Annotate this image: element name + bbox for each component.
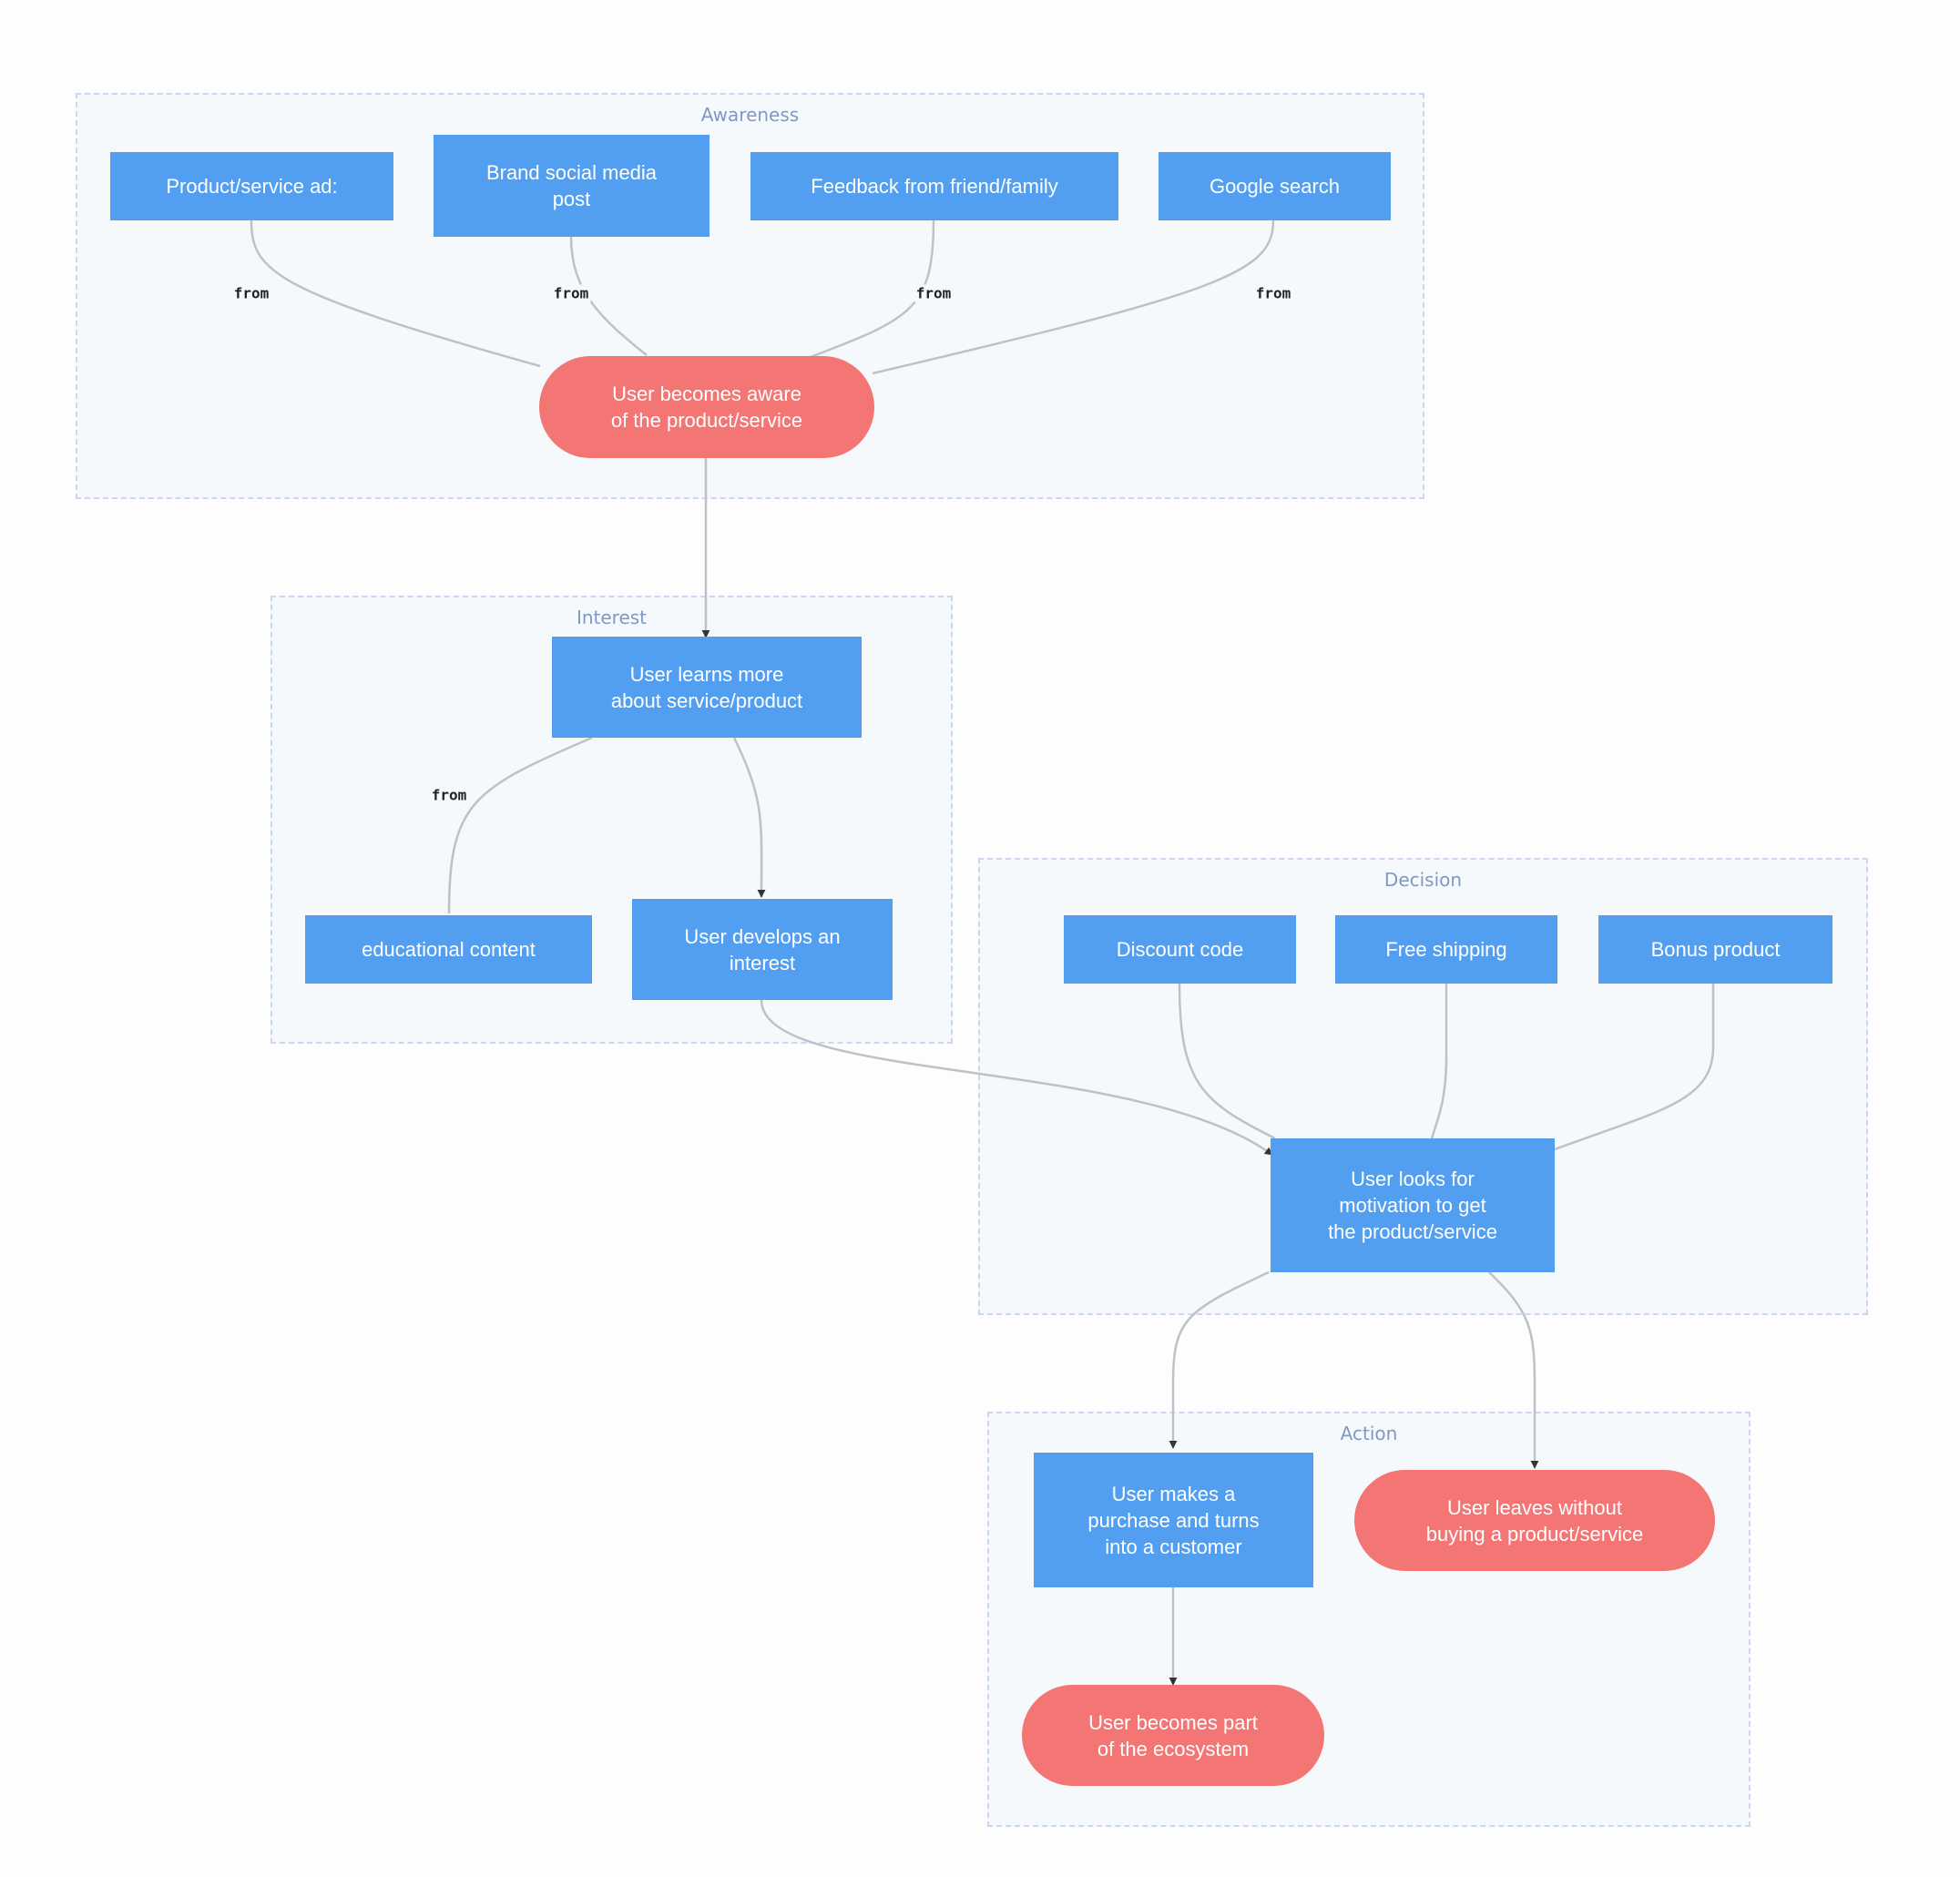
edge-shipping-to-motivation [1430, 984, 1448, 1139]
node-feedback-friend-family: Feedback from friend/family [750, 152, 1118, 220]
edge-label-feedback: from [914, 284, 954, 302]
node-free-shipping: Free shipping [1335, 915, 1557, 984]
edge-feedback-to-aware [810, 219, 935, 359]
cluster-title-action: Action [1340, 1423, 1398, 1444]
node-user-leaves-without-buying: User leaves without buying a product/ser… [1354, 1470, 1715, 1571]
edge-motivation-to-purchase [1169, 1270, 1270, 1449]
node-user-looks-for-motivation: User looks for motivation to get the pro… [1271, 1138, 1555, 1272]
cluster-title-interest: Interest [576, 607, 648, 628]
node-user-develops-interest: User develops an interest [632, 899, 893, 1000]
edge-label-educational: from [429, 786, 469, 804]
node-educational-content: educational content [305, 915, 592, 984]
cluster-title-decision: Decision [1383, 869, 1463, 891]
edge-label-ad: from [231, 284, 271, 302]
node-user-becomes-part-of-ecosystem: User becomes part of the ecosystem [1022, 1685, 1324, 1786]
edge-learn-to-edu [447, 736, 593, 914]
node-user-becomes-aware: User becomes aware of the product/servic… [539, 356, 874, 458]
edge-motivation-to-leave [1488, 1271, 1539, 1469]
cluster-title-awareness: Awareness [700, 104, 800, 126]
node-bonus-product: Bonus product [1598, 915, 1832, 984]
node-brand-social-media-post: Brand social media post [434, 135, 709, 237]
edge-develop-to-motivation [760, 999, 1273, 1157]
edge-label-google: from [1253, 284, 1293, 302]
edge-bonus-to-motivation [1554, 984, 1715, 1151]
node-user-makes-purchase: User makes a purchase and turns into a c… [1034, 1453, 1313, 1587]
node-user-learns-more: User learns more about service/product [552, 637, 862, 738]
edge-ad-to-aware [250, 219, 541, 368]
node-product-service-ad: Product/service ad: [110, 152, 393, 220]
node-discount-code: Discount code [1064, 915, 1296, 984]
edge-learn-to-develop [732, 737, 766, 898]
edge-social-to-aware [569, 236, 648, 356]
node-google-search: Google search [1159, 152, 1391, 220]
edge-discount-to-motivation [1178, 983, 1276, 1140]
edge-google-to-aware [872, 219, 1275, 375]
edge-label-social: from [551, 284, 591, 302]
